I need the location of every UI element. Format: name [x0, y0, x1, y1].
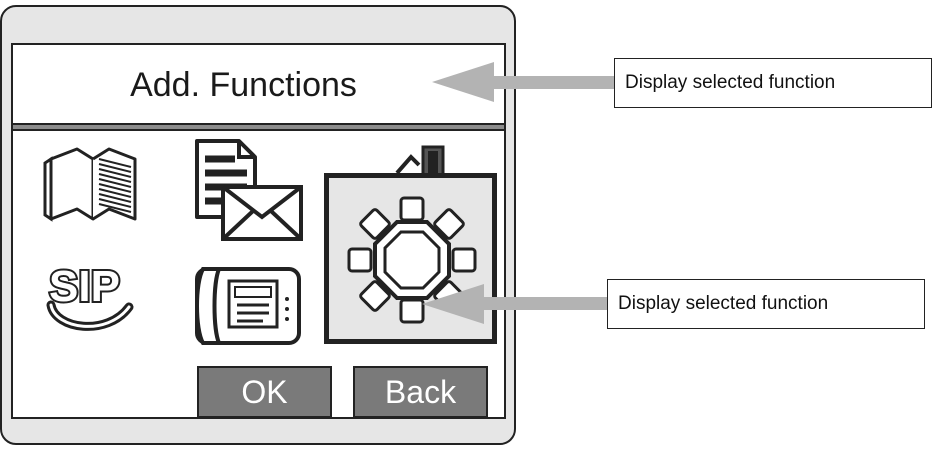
selected-function-frame[interactable]	[324, 173, 497, 344]
desk-phone-icon[interactable]	[193, 263, 305, 347]
title-divider	[13, 123, 504, 131]
screen-title: Add. Functions	[130, 66, 357, 104]
callout-label-1: Display selected function	[625, 72, 836, 93]
partial-icon	[393, 143, 445, 177]
callout-display-selected-2: Display selected function	[607, 279, 925, 329]
messages-icon[interactable]	[193, 137, 303, 241]
phonebook-icon[interactable]	[43, 145, 139, 223]
title-bar: Add. Functions	[13, 45, 504, 123]
settings-icon[interactable]	[347, 196, 477, 324]
callout-label-2: Display selected function	[618, 293, 829, 314]
sip-label: SIP	[49, 262, 120, 311]
phone-housing: Add. Functions	[0, 5, 516, 445]
ok-button[interactable]: OK	[197, 366, 332, 418]
display-screen: Add. Functions	[11, 43, 506, 419]
callout-display-selected-1: Display selected function	[614, 58, 932, 108]
back-button[interactable]: Back	[353, 366, 488, 418]
sip-icon[interactable]: SIP	[45, 255, 145, 335]
